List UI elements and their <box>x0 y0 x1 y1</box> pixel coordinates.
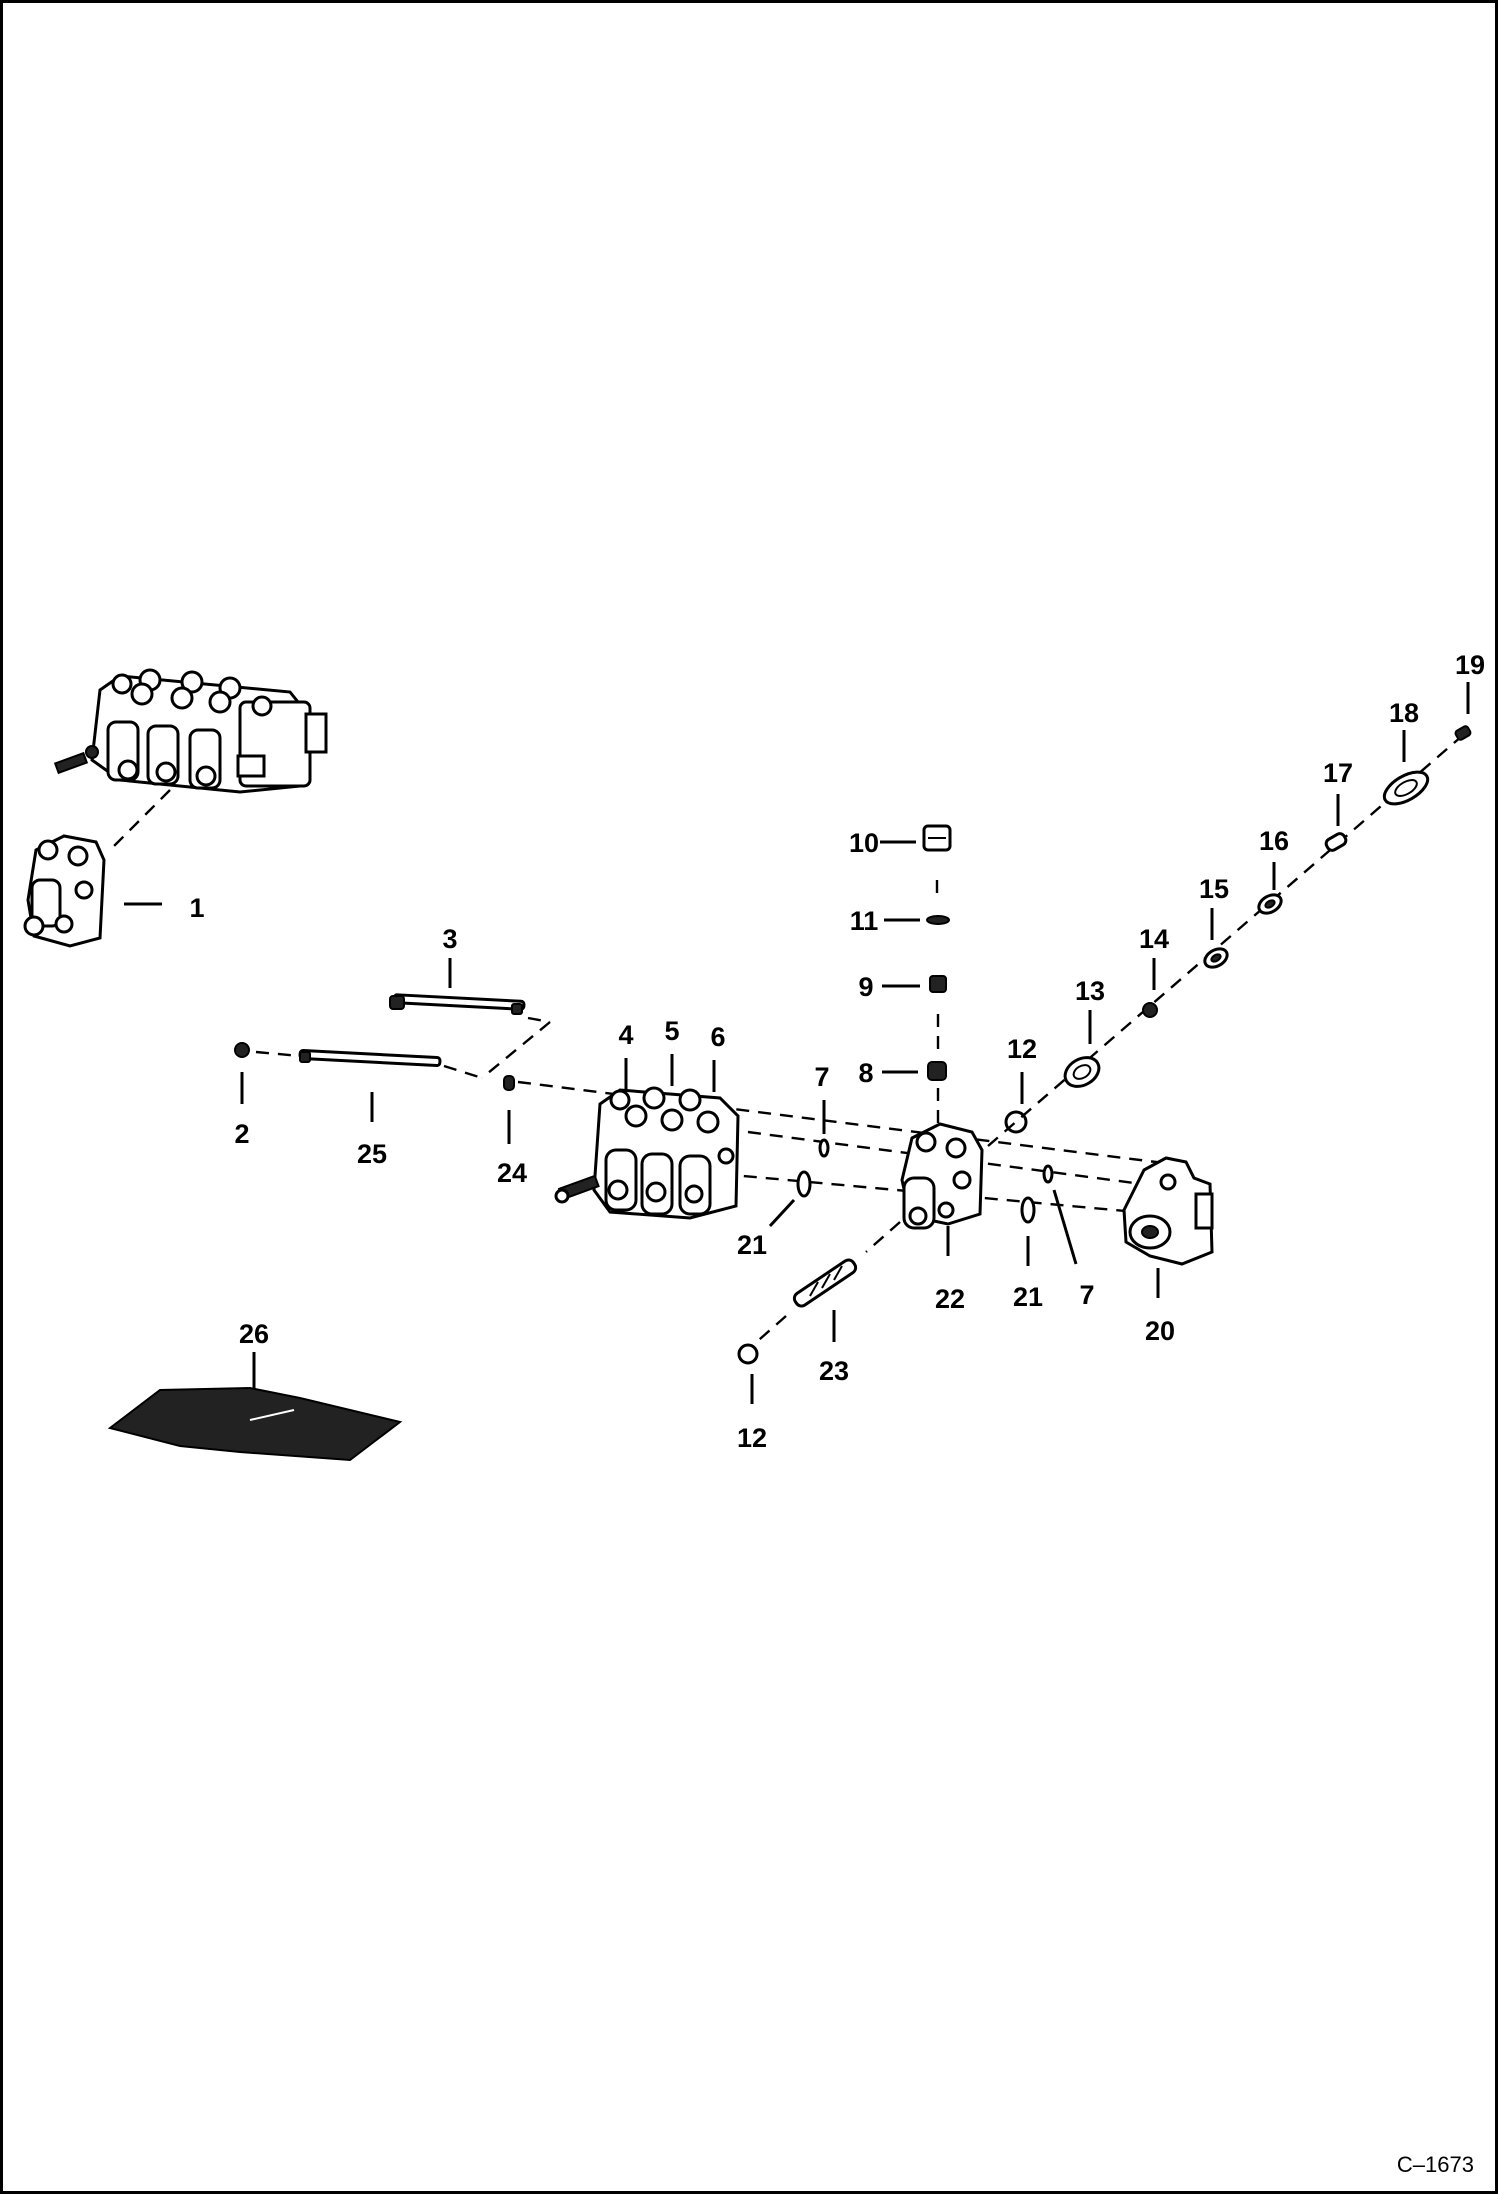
part-3-tie-rod <box>389 993 526 1015</box>
guide-lower <box>699 1170 1181 1218</box>
callout-20: 20 <box>1145 1316 1175 1346</box>
callout-25: 25 <box>357 1139 387 1169</box>
callout-26: 26 <box>239 1319 269 1349</box>
callout-5: 5 <box>664 1016 679 1046</box>
callout-2: 2 <box>234 1119 249 1149</box>
guide-rod-3-drop <box>481 1021 551 1079</box>
callout-6: 6 <box>710 1022 725 1052</box>
callout-14: 14 <box>1139 924 1169 954</box>
callout-12-lower: 12 <box>737 1423 767 1453</box>
callout-21-left: 21 <box>737 1230 767 1260</box>
part-25-tie-rod <box>298 1048 442 1068</box>
guide-rod-3-end <box>527 1016 551 1024</box>
callout-18: 18 <box>1389 698 1419 728</box>
guide-diagonal <box>987 735 1463 1147</box>
part-7-o-ring-right <box>1042 1164 1054 1184</box>
part-10-cap <box>922 824 952 852</box>
part-23-spool <box>792 1258 858 1308</box>
part-9-spring <box>929 975 947 993</box>
part-1-inlet-section <box>23 834 106 948</box>
assembly-leader <box>109 789 171 851</box>
callout-22: 22 <box>935 1284 965 1314</box>
part-18-cap <box>1382 770 1430 806</box>
part-19-screw <box>1454 725 1472 741</box>
part-12-o-ring-lower <box>737 1343 759 1365</box>
guide-nut-2 <box>255 1050 301 1058</box>
part-16-bushing <box>1257 893 1283 915</box>
part-24-nut <box>503 1075 515 1091</box>
callout-21-right: 21 <box>1013 1282 1043 1312</box>
part-20-end-cap <box>1122 1156 1214 1266</box>
callout-19: 19 <box>1455 650 1485 680</box>
part-22-outlet-section <box>900 1122 984 1230</box>
callout-12-upper: 12 <box>1007 1034 1037 1064</box>
guide-spool-lower <box>751 1315 787 1347</box>
part-8-poppet <box>927 1061 947 1081</box>
part-15-bushing <box>1203 947 1229 969</box>
callout-23: 23 <box>819 1356 849 1386</box>
callout-15: 15 <box>1199 874 1229 904</box>
part-13-seal <box>1063 1056 1101 1088</box>
guide-spool-upper <box>865 1221 901 1253</box>
callout-9: 9 <box>858 972 873 1002</box>
part-7-o-ring-left <box>818 1138 830 1158</box>
part-11-o-ring <box>926 915 950 925</box>
callout-7-left: 7 <box>814 1062 829 1092</box>
callout-1: 1 <box>189 893 204 923</box>
guide-middle <box>747 1130 1173 1190</box>
part-2-nut <box>234 1042 250 1058</box>
callout-17: 17 <box>1323 758 1353 788</box>
complete-valve-assembly <box>53 668 328 794</box>
callout-24: 24 <box>497 1158 527 1188</box>
callout-3: 3 <box>442 924 457 954</box>
callout-10: 10 <box>849 828 879 858</box>
callout-4: 4 <box>618 1020 633 1050</box>
leader-21a <box>768 1198 796 1228</box>
callout-16: 16 <box>1259 826 1289 856</box>
part-21-o-ring-left <box>796 1170 812 1198</box>
callout-13: 13 <box>1075 976 1105 1006</box>
leader-7b <box>1052 1189 1078 1265</box>
part-14-washer <box>1142 1002 1158 1018</box>
part-17-screw <box>1324 832 1348 852</box>
guide-rod-25 <box>443 1064 483 1080</box>
callout-8: 8 <box>858 1058 873 1088</box>
callout-11: 11 <box>850 906 879 936</box>
figure-reference: C–1673 <box>1397 2152 1474 2177</box>
callout-7-right: 7 <box>1079 1280 1094 1310</box>
part-26-decal <box>107 1386 403 1462</box>
part-21-o-ring-right <box>1020 1196 1036 1224</box>
part-4-6-work-sections <box>554 1086 740 1220</box>
